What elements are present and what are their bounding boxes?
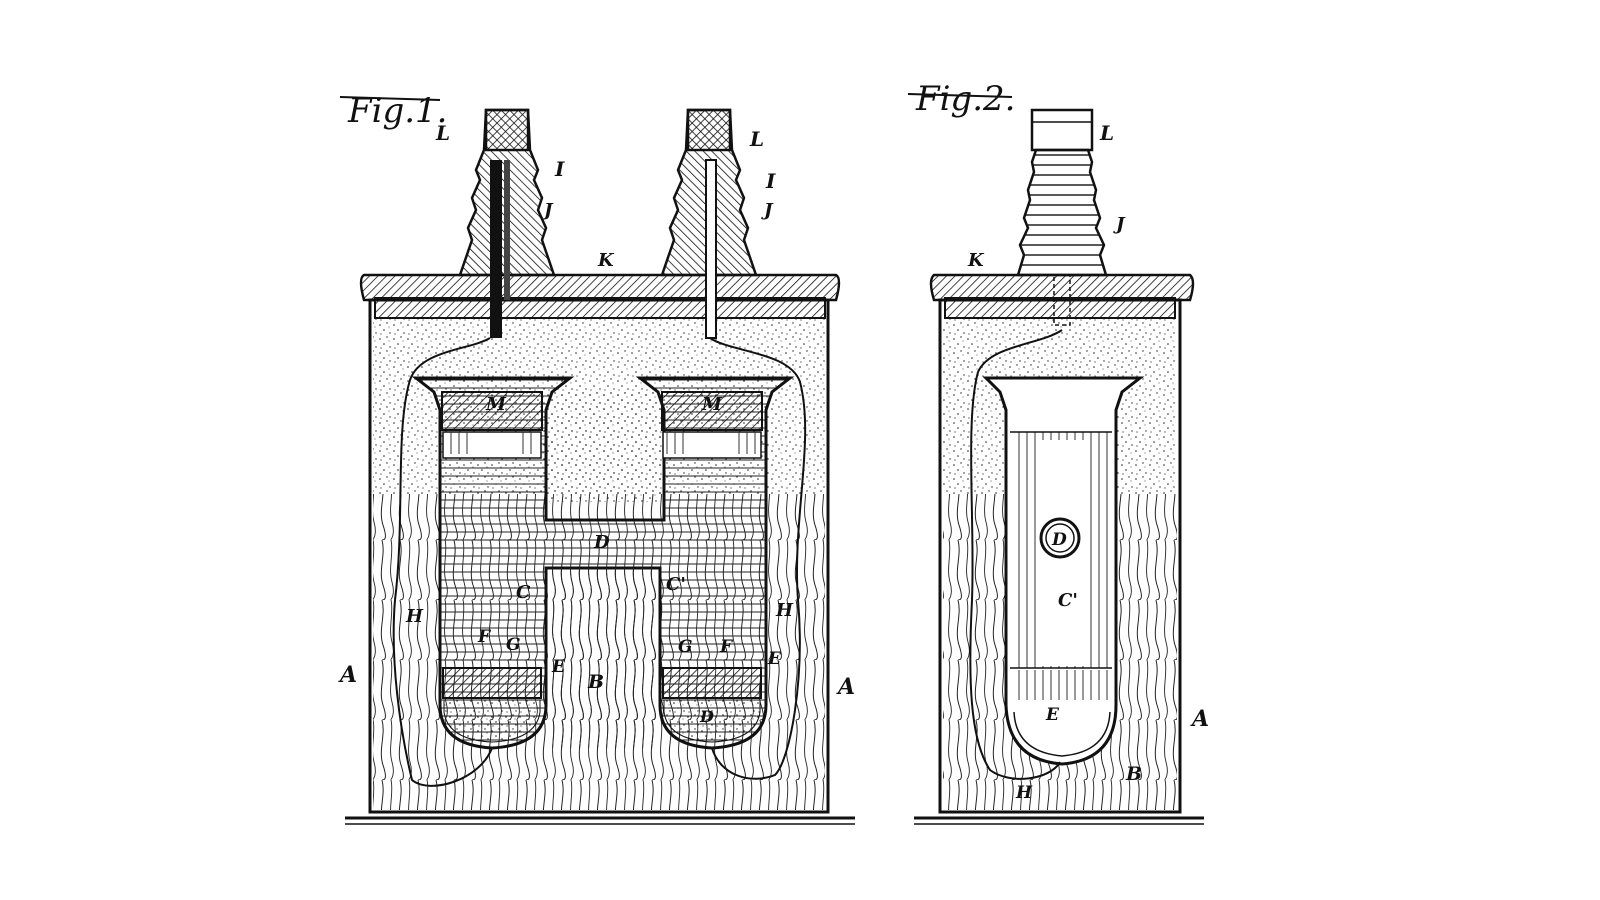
- fig2-cover: [929, 273, 1195, 302]
- fig1-label-C: C: [516, 582, 531, 603]
- fig1-label-H-right: H: [775, 600, 794, 621]
- fig1-label-G-left: G: [506, 635, 521, 655]
- fig1-label-F-left: F: [477, 627, 492, 647]
- fig1-label-A-right: A: [836, 674, 855, 700]
- fig1-label-E-right: E: [767, 649, 782, 669]
- fig1-cover: [359, 273, 841, 302]
- fig1-label-D-bottom: D: [699, 707, 714, 726]
- fig1-cork-right: [661, 391, 763, 431]
- fig1-label-F-right: F: [719, 637, 734, 657]
- fig1-grid-left: [442, 667, 542, 699]
- fig2-label-H: H: [1015, 783, 1033, 803]
- fig1-wire-left: [392, 337, 493, 787]
- fig1-terminal-left: [458, 108, 556, 338]
- fig1-label-J-right: J: [761, 200, 774, 221]
- fig2-label-L: L: [1099, 121, 1114, 145]
- fig2-label-C-prime: C': [1058, 590, 1078, 611]
- fig2-tube: [982, 376, 1145, 766]
- fig1-label-H-left: H: [405, 606, 424, 627]
- fig2-label-A: A: [1190, 706, 1209, 732]
- fig1-label-M-right: M: [701, 394, 723, 415]
- fig2-title: Fig.2.: [915, 79, 1015, 119]
- fig1-u-tube: [411, 376, 795, 750]
- fig1-cork-left: [441, 391, 543, 431]
- fig1-label-D: D: [593, 532, 610, 553]
- figure-2: Fig.2.: [907, 79, 1209, 825]
- fig1-label-C-prime: C': [666, 574, 686, 595]
- fig1-label-G-right: G: [678, 637, 693, 657]
- fig1-label-B: B: [587, 671, 604, 693]
- fig1-label-I-left: I: [554, 157, 565, 181]
- fig1-terminal-right: [660, 108, 758, 339]
- fig2-title-stroke: [907, 93, 1013, 98]
- fig2-wire: [969, 329, 1063, 780]
- fig1-label-L-right: L: [749, 127, 764, 151]
- fig1-label-I-right: I: [765, 169, 776, 193]
- fig1-title-stroke: [339, 96, 441, 101]
- fig1-label-J-left: J: [541, 200, 554, 221]
- fig2-label-B: B: [1125, 763, 1142, 785]
- fig2-cover-lip: [944, 297, 1176, 319]
- fig2-label-J: J: [1113, 214, 1126, 235]
- fig2-terminal: [1016, 108, 1108, 326]
- fig1-wire-right: [709, 337, 807, 780]
- fig1-label-K: K: [597, 250, 615, 271]
- fig1-label-E-left: E: [551, 657, 566, 677]
- fig2-label-E: E: [1045, 705, 1060, 725]
- fig2-label-K: K: [967, 250, 985, 271]
- fig1-label-M-left: M: [485, 394, 507, 415]
- fig1-label-A-left: A: [338, 662, 357, 688]
- fig1-cover-lip: [374, 297, 826, 319]
- fig2-label-D: D: [1051, 530, 1067, 550]
- fig1-grid-right: [662, 667, 762, 699]
- figure-1: Fig.1.: [338, 91, 855, 825]
- fig1-label-L-left: L: [435, 121, 450, 145]
